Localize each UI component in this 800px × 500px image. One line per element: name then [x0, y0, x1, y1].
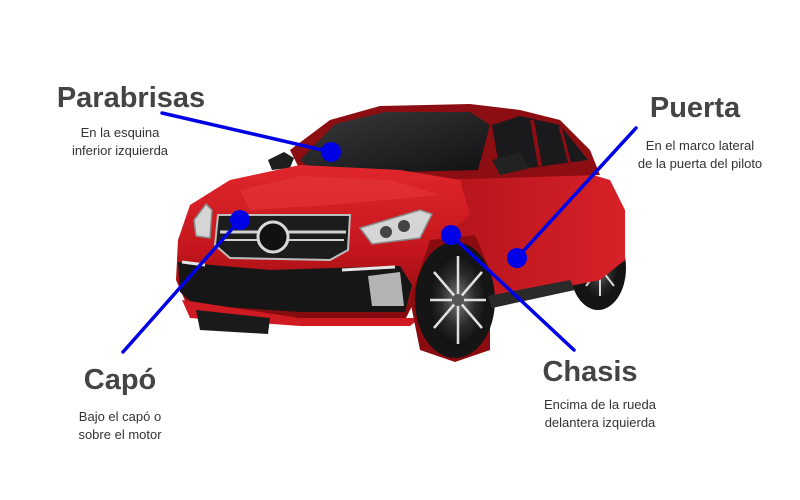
puerta-description: En el marco lateral de la puerta del pil… [620, 137, 780, 173]
parabrisas-marker-dot [321, 142, 341, 162]
puerta-description-line-1: En el marco lateral [645, 138, 755, 153]
capo-title: Capó [83, 364, 157, 396]
logo-emblem [256, 220, 290, 254]
capo-description-line-1: Bajo el capó o [78, 409, 162, 424]
puerta-title: Puerta [649, 92, 741, 124]
front-bumper [178, 262, 412, 312]
side-mirror [268, 152, 294, 170]
windshield [300, 112, 490, 172]
front-wheel [410, 235, 495, 362]
parabrisas-leader-line [160, 111, 333, 154]
puerta-marker-dot [507, 248, 527, 268]
callout-markers [230, 142, 527, 268]
chasis-description-line-2: delantera izquierda [544, 415, 656, 430]
parabrisas-title: Parabrisas [56, 82, 206, 114]
capo-leader-line [121, 218, 242, 354]
chasis-title: Chasis [542, 356, 638, 388]
parabrisas-description: En la esquina inferior izquierda [55, 124, 185, 160]
parabrisas-description-line-2: inferior izquierda [71, 143, 169, 158]
chasis-description-line-1: Encima de la rueda [543, 397, 656, 412]
headlight-left [358, 209, 434, 245]
chasis-leader-line [449, 233, 576, 352]
headlight-right [193, 202, 213, 239]
capo-description: Bajo el capó o sobre el motor [60, 408, 180, 444]
capo-marker-dot [230, 210, 250, 230]
callout-lines [121, 111, 638, 354]
puerta-description-line-2: de la puerta del piloto [637, 156, 763, 171]
chasis-marker-dot [441, 225, 461, 245]
capo-description-line-2: sobre el motor [78, 427, 162, 442]
parabrisas-description-line-1: En la esquina [80, 125, 160, 140]
chasis-description: Encima de la rueda delantera izquierda [525, 396, 675, 432]
puerta-leader-line [515, 126, 638, 260]
